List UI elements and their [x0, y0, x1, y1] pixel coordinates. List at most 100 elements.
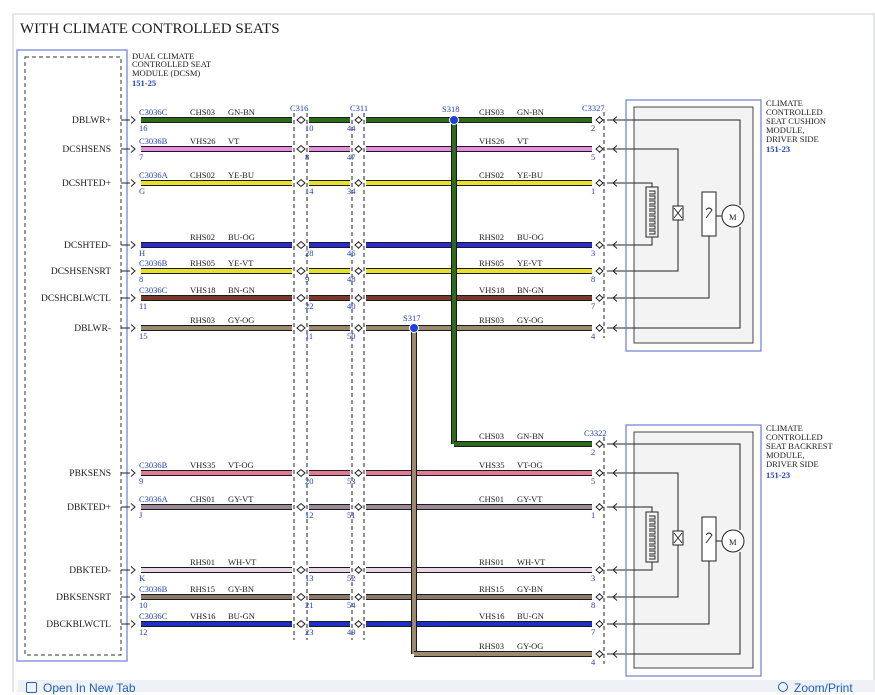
circuit-8-c316-pin: 20	[305, 476, 314, 486]
circuit-12-c316-arrow-b	[300, 620, 306, 628]
circuit-11-circuit-label: RHS15	[190, 584, 215, 594]
circuit-5-right-color-label: BN-GN	[517, 285, 544, 295]
circuit-6-right-arrow-a	[595, 324, 601, 332]
circuit-1-circuit-label: VHS26	[190, 136, 216, 146]
circuit-4-circuit-label: RHS05	[190, 258, 215, 268]
circuit-6-c311-pin: 50	[347, 331, 356, 341]
circuit-3-right-arrow-b	[598, 241, 604, 249]
splice-s318-dot	[449, 115, 459, 125]
circuit-12-right-circuit-label: VHS16	[479, 611, 505, 621]
circuit-1-right-arrow-b	[598, 145, 604, 153]
circuit-10-right-circuit-label: RHS01	[479, 557, 504, 567]
cushion-heater-coil	[649, 200, 656, 205]
circuit-9-connector-label: C3036A	[139, 494, 169, 504]
circuit-11-c316-arrow-b	[300, 593, 306, 601]
circuit-1-c316-arrow-b	[300, 145, 306, 153]
circuit-8-signal-label: PBKSENS	[69, 469, 111, 479]
cushion-module-ref: 151-23	[766, 144, 790, 154]
circuit-12-dcsm-arrow	[130, 620, 136, 628]
backrest-module-outer	[625, 424, 762, 677]
svg-text:MODULE,: MODULE,	[766, 125, 804, 135]
circuit-9-c316-pin: 12	[305, 510, 314, 520]
circuit-11-c316-pin: 21	[305, 600, 314, 610]
dcsm-module-ref: 151-25	[132, 78, 156, 88]
circuit-8-c316-arrow-a	[296, 469, 302, 477]
circuit-1-c316-pin: 8	[305, 152, 309, 162]
cushion-blower-symbol	[705, 207, 713, 219]
backrest-lead-sensor-return	[634, 545, 679, 598]
circuit-5-pin-label: 11	[139, 301, 147, 311]
circuit-8-pin-label: 9	[139, 476, 143, 486]
circuit-6-c311-arrow-b	[357, 324, 363, 332]
circuit-2-right-arrow-a	[595, 179, 601, 187]
circuit-1-right-pin-label: 5	[591, 152, 595, 162]
circuit-4-right-arrow-b	[598, 267, 604, 275]
circuit-2-module-arrow	[612, 179, 618, 187]
circuit-7-right-arrow-a	[595, 440, 601, 448]
circuit-4-right-arrow-a	[595, 267, 601, 275]
circuit-13-right-circuit-label: RHS03	[479, 641, 504, 651]
open-in-new-tab-link[interactable]: Open In New Tab	[26, 682, 136, 694]
footer-bar	[18, 680, 875, 692]
svg-text:CONTROLLED SEAT: CONTROLLED SEAT	[132, 59, 212, 69]
circuit-10-pin-label: K	[139, 573, 146, 583]
circuit-0-right-color-label: GN-BN	[517, 107, 544, 117]
circuit-0-module-arrow	[612, 116, 618, 124]
circuit-12-right-arrow-a	[595, 620, 601, 628]
cushion-heater-coil	[649, 190, 656, 195]
circuit-0-right-circuit-label: CHS03	[479, 107, 504, 117]
circuit-10-c311-pin: 52	[347, 573, 356, 583]
circuit-5-c316-pin: 22	[305, 301, 314, 311]
cushion-lead-heater-supply	[634, 182, 653, 187]
circuit-11-pin-label: 10	[139, 600, 148, 610]
circuit-2-circuit-label: CHS02	[190, 170, 215, 180]
circuit-8-color-label: VT-OG	[228, 460, 254, 470]
circuit-11-c311-arrow-b	[357, 593, 363, 601]
svg-text:CONTROLLED: CONTROLLED	[766, 107, 823, 117]
cushion-lead-blower-supply	[634, 119, 741, 205]
open-in-new-tab-label: Open In New Tab	[43, 681, 136, 695]
circuit-11-right-circuit-label: RHS15	[479, 584, 504, 594]
circuit-12-signal-label: DBCKBLWCTL	[46, 620, 111, 630]
circuit-5-c311-arrow-a	[354, 294, 360, 302]
cushion-heater-coil	[649, 220, 656, 225]
backrest-motor-label: M	[729, 537, 737, 547]
splice-s317-label: S317	[403, 313, 420, 323]
circuit-12-c316-arrow-a	[296, 620, 302, 628]
circuit-9-c316-arrow-b	[300, 503, 306, 511]
backrest-heater-coil	[649, 530, 656, 535]
circuit-11-c311-arrow-a	[354, 593, 360, 601]
open-tab-icon	[26, 682, 37, 693]
svg-text:CLIMATE: CLIMATE	[766, 423, 803, 433]
circuit-12-c311-arrow-a	[354, 620, 360, 628]
circuit-3-c311-arrow-b	[357, 241, 363, 249]
circuit-0-c316-pin: 10	[305, 123, 314, 133]
circuit-3-c311-pin: 46	[347, 248, 356, 258]
backrest-heater-coil	[649, 540, 656, 545]
circuit-8-circuit-label: VHS35	[190, 460, 216, 470]
circuit-7-right-color-label: GN-BN	[517, 431, 544, 441]
zoom-icon	[778, 682, 788, 692]
zoom-print-link[interactable]: Zoom/Print	[778, 682, 853, 694]
circuit-2-right-arrow-b	[598, 179, 604, 187]
circuit-12-circuit-label: VHS16	[190, 611, 216, 621]
circuit-4-c316-pin: 9	[305, 274, 309, 284]
backrest-heater-coil	[649, 550, 656, 555]
cushion-heater-coil	[649, 210, 656, 215]
circuit-6-dcsm-arrow	[130, 324, 136, 332]
circuit-9-c316-arrow-a	[296, 503, 302, 511]
circuit-4-c316-arrow-b	[300, 267, 306, 275]
circuit-2-right-pin-label: 1	[591, 186, 595, 196]
circuit-6-c316-arrow-a	[296, 324, 302, 332]
circuit-3-color-label: BU-OG	[228, 232, 255, 242]
cushion-heater-coil	[649, 225, 656, 230]
cushion-motor-label: M	[729, 212, 737, 222]
circuit-5-c316-arrow-b	[300, 294, 306, 302]
svg-text:CONTROLLED: CONTROLLED	[766, 432, 823, 442]
backrest-lead-heater-return	[634, 562, 653, 571]
circuit-12-pin-label: 12	[139, 627, 148, 637]
circuit-9-right-color-label: GY-VT	[517, 494, 543, 504]
circuit-12-right-pin-label: 7	[591, 627, 595, 637]
circuit-11-module-arrow	[612, 593, 618, 601]
circuit-10-c316-arrow-a	[296, 566, 302, 574]
